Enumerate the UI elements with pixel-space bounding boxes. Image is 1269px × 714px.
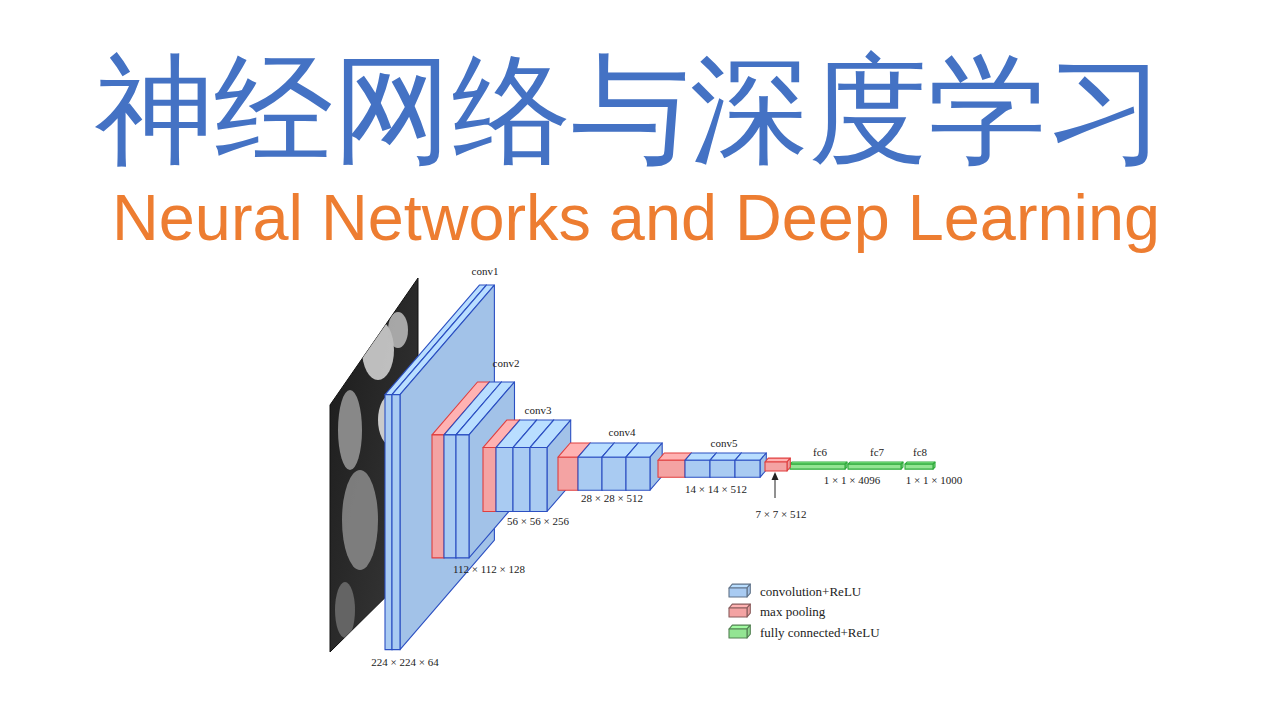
layer-dimension: 28 × 28 × 512: [581, 492, 643, 503]
front-face: [602, 457, 626, 490]
layer-dimension: 56 × 56 × 256: [507, 515, 569, 526]
layer-dimension: 112 × 112 × 128: [453, 563, 525, 574]
front-face: [729, 608, 747, 617]
legend-text: max pooling: [760, 605, 825, 618]
subtitle: Neural Networks and Deep Learning: [112, 186, 1160, 251]
layer-name: conv3: [525, 405, 552, 416]
pointer-head: [772, 472, 779, 480]
layer-name: fc8: [913, 447, 927, 458]
front-face: [790, 464, 845, 469]
conv-slab: [456, 382, 514, 558]
layer-name: fc7: [870, 447, 884, 458]
conv-slab: [626, 443, 662, 490]
front-face: [513, 448, 530, 512]
title: 神经网络与深度学习: [95, 51, 1166, 170]
side-face: [787, 458, 790, 471]
image-blob: [342, 470, 378, 570]
side-face: [469, 382, 514, 558]
legend-text: convolution+ReLU: [760, 585, 861, 598]
layer-name: conv2: [493, 358, 520, 369]
top-face: [765, 458, 790, 462]
conv-slab: [735, 453, 766, 477]
front-face: [385, 395, 392, 650]
layer-name: conv5: [711, 438, 738, 449]
side-face: [760, 453, 766, 477]
front-face: [392, 395, 400, 650]
dense-slab: [848, 462, 903, 469]
front-face: [530, 448, 547, 512]
front-face: [685, 460, 710, 477]
front-face: [578, 457, 602, 490]
layer-group: conv428 × 28 × 512: [556, 441, 664, 492]
front-face: [483, 448, 496, 512]
dimension-label: 7 × 7 × 512: [756, 509, 807, 520]
legend-swatch: [726, 622, 756, 642]
front-face: [905, 464, 933, 469]
front-face: [710, 460, 735, 477]
pointer-line: [775, 478, 776, 498]
front-face: [848, 464, 901, 469]
layer-group: fc61 × 1 × 4096: [788, 460, 849, 471]
layer-shape: [556, 441, 664, 492]
legend-swatch: [726, 581, 756, 601]
pooling-slab: [765, 458, 790, 471]
layer-name: fc6: [813, 447, 827, 458]
layer-group: fc81 × 1 × 1000: [903, 460, 937, 471]
layer-shape: [656, 451, 768, 479]
layer-group: fc7: [846, 460, 905, 471]
front-face: [456, 435, 469, 558]
front-face: [729, 629, 747, 638]
layer-dimension: 14 × 14 × 512: [685, 483, 747, 494]
legend-swatch: [726, 601, 756, 621]
layer-name: conv4: [609, 427, 636, 438]
image-blob: [338, 390, 362, 470]
layer-shape: [903, 460, 937, 471]
layer-name: conv1: [472, 266, 499, 277]
layer-dimension: 224 × 224 × 64: [371, 656, 438, 667]
front-face: [735, 460, 760, 477]
layer-shape: [846, 460, 905, 471]
image-blob: [388, 312, 408, 348]
front-face: [432, 435, 444, 558]
layer-dimension: 1 × 1 × 4096: [824, 474, 880, 485]
dense-slab: [790, 462, 847, 469]
front-face: [444, 435, 456, 558]
layer-shape: [788, 460, 849, 471]
front-face: [558, 457, 578, 490]
legend-text: fully connected+ReLU: [760, 626, 880, 639]
layer-group: conv514 × 14 × 512: [656, 451, 768, 479]
front-face: [729, 588, 747, 597]
front-face: [765, 462, 787, 471]
image-blob: [335, 582, 355, 638]
dense-slab: [905, 462, 935, 469]
front-face: [658, 460, 685, 477]
layer-dimension: 1 × 1 × 1000: [906, 474, 962, 485]
front-face: [626, 457, 650, 490]
front-face: [496, 448, 513, 512]
